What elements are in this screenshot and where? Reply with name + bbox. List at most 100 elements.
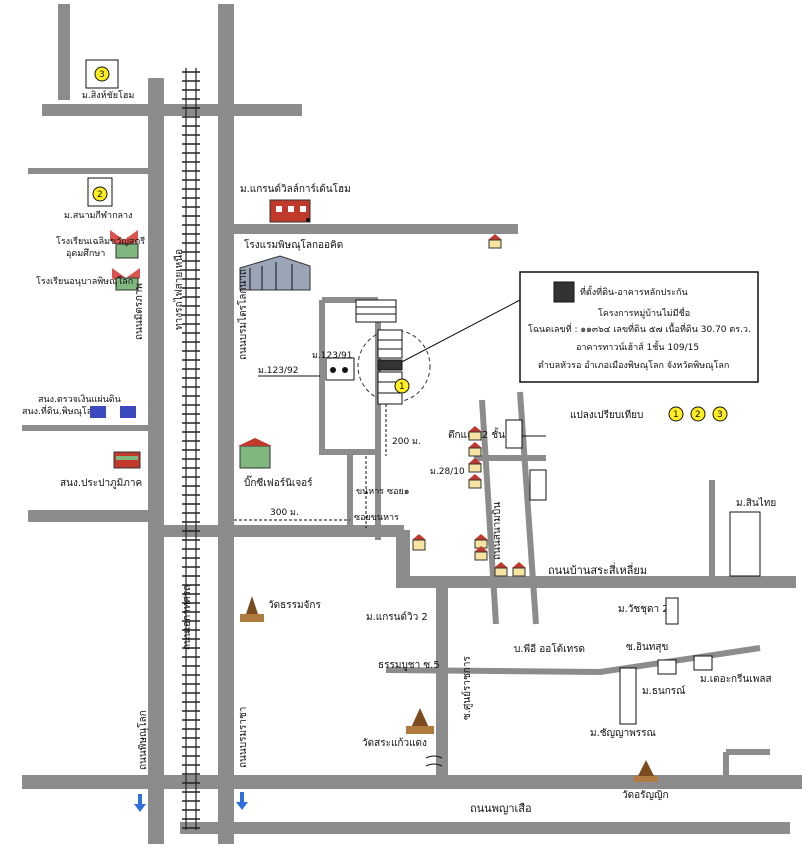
label-road-ban-sra: ถนนบ้านสระสี่เหลี่ยม xyxy=(548,562,647,577)
road-right-grid-1 xyxy=(479,399,499,625)
svg-text:1: 1 xyxy=(673,410,679,420)
block-small-2 xyxy=(693,655,713,671)
label-m-sanam: ม.สนามกีฬากลาง xyxy=(64,210,133,221)
label-watchara: ม.วัชชุดา 2 xyxy=(618,604,669,615)
railway xyxy=(182,68,200,830)
legend-box: ที่ตั้งที่ดิน-อาคารหลักประกัน โครงการหมู… xyxy=(519,271,759,383)
house-icon-hotel xyxy=(488,234,502,249)
legend-line1: ที่ตั้งที่ดิน-อาคารหลักประกัน xyxy=(580,285,688,298)
block-tanakorn xyxy=(619,667,637,725)
temple-icon-3 xyxy=(634,760,658,782)
road-vertical-grandview xyxy=(436,588,448,778)
road-ban-sra-si-liam xyxy=(396,576,796,588)
comparable-marker-3: 3 xyxy=(712,406,728,422)
block-right-1 xyxy=(505,419,523,449)
legend-line4: อาคารทาวน์เฮ้าส์ 1ชั้น 109/15 xyxy=(576,340,699,353)
road-land-office xyxy=(22,425,152,431)
svg-text:3: 3 xyxy=(99,70,105,80)
road-connector xyxy=(396,530,410,578)
label-hotel: โรงแรมพิษณุโลกออคิด xyxy=(244,238,343,251)
label-land-office-2: สนง.ที่ดิน.พิษณุโลก xyxy=(22,404,98,417)
subject-marker: 1 xyxy=(394,378,410,394)
label-land-office: สนง.ตรวจเงินแผ่นดิน xyxy=(38,394,121,405)
legend-line5: ตำบลหัวรอ อำเภอเมืองพิษณุโลก จังหวัดพิษณ… xyxy=(538,360,729,371)
road-left-mid xyxy=(28,168,148,174)
road-north-vertical xyxy=(58,4,70,100)
label-road-phraya-suea: ถนนพญาเสือ xyxy=(470,802,532,815)
road-right-bottom xyxy=(723,749,770,776)
label-road-mitraphap: ถนนมิตรภาพ xyxy=(134,283,145,340)
legend-pointer xyxy=(393,299,521,367)
block-right-2 xyxy=(529,469,547,501)
label-temple-2: วัดสระแก้วแดง xyxy=(362,737,427,749)
land-office-icon-2 xyxy=(120,406,136,418)
label-road-phitsanulok: ถนนพิษณุโลก xyxy=(136,710,149,770)
road-khonhan xyxy=(28,510,150,522)
building-hotel xyxy=(239,255,311,291)
road-borommatrailokanat-vertical xyxy=(218,4,234,844)
label-school-2: โรงเรียนอนุบาลพิษณุโลก xyxy=(36,276,133,287)
label-123-91: ม.123/91 xyxy=(312,351,352,361)
temple-icon-2 xyxy=(406,708,434,734)
building-big-c xyxy=(238,438,272,469)
label-temple-3: วัดอรัญญิก xyxy=(622,790,669,801)
label-road-ekathotsarot: ถนนเอกาทศรถ xyxy=(182,585,193,650)
label-soi-inthasuk: ซ.อินทสุข xyxy=(626,642,668,653)
svg-text:2: 2 xyxy=(695,410,701,420)
label-road-borom: ถนนบรมไตรโลกนาถ xyxy=(236,269,249,360)
svg-text:2: 2 xyxy=(97,190,103,200)
label-m-sin-thai: ม.สินไทย xyxy=(736,497,776,509)
svg-text:3: 3 xyxy=(717,410,723,420)
block-watchara xyxy=(665,597,679,625)
label-address-28: ม.28/10 xyxy=(430,467,465,477)
building-water xyxy=(113,451,141,469)
label-thammabucha: ธรรมบูชา ซ.5 xyxy=(378,660,440,671)
comparable-marker-3-map: 3 xyxy=(94,66,110,82)
comparable-marker-2-map: 2 xyxy=(92,186,108,202)
label-123-92: ม.123/92 xyxy=(258,366,298,376)
label-grand-view: ม.แกรนด์วิว 2 xyxy=(366,611,428,623)
dist-200-label: 200 ม. xyxy=(392,437,421,447)
road-phitsanulok-vertical xyxy=(148,78,164,844)
arrow-down-right xyxy=(236,792,248,810)
temple-icon-1 xyxy=(240,596,264,622)
road-phraya-suea xyxy=(22,775,802,789)
building-grand-villa xyxy=(269,199,311,223)
label-b-pv: บ.พีอี ออโต้เทรด xyxy=(514,642,585,655)
label-temple-1: วัดธรรมจักร xyxy=(268,600,321,611)
road-khonhan-right xyxy=(164,525,404,537)
river-mark xyxy=(425,755,443,767)
comparable-marker-1: 1 xyxy=(668,406,684,422)
label-m-singchai: ม.สิงห์ชัยโฮม xyxy=(82,89,134,101)
label-school-1: โรงเรียนเฉลิมขวัญสตรี xyxy=(56,236,145,247)
comparable-marker-2: 2 xyxy=(690,406,706,422)
label-big-c: บิ๊กซีเฟอร์นิเจอร์ xyxy=(244,475,313,489)
subject-swatch xyxy=(553,281,575,303)
label-green-place: ม.เดอะกรีนเพลส xyxy=(700,673,772,685)
house-icons-right xyxy=(412,426,526,577)
legend-line2: โครงการหมู่บ้านไม่มีชื่อ xyxy=(598,306,690,319)
label-road-banphot: ถนนบรมราชา xyxy=(238,707,249,768)
label-school-1b: อุดมศึกษา xyxy=(66,248,105,259)
label-road-rail: ทางรถไฟสายเหนือ xyxy=(173,249,185,330)
road-to-hotel xyxy=(234,224,518,234)
label-water-office: สนง.ประปาภูมิภาค xyxy=(60,478,142,489)
townhouse-blocks xyxy=(325,299,403,405)
road-bottom-strip xyxy=(180,822,790,834)
road-right-grid-2 xyxy=(517,391,539,625)
label-chanya: ม.ชัญญาพรรณ xyxy=(590,728,656,739)
block-sin-thai xyxy=(729,511,761,577)
label-road-city: ซ.ศูนย์ราชการ xyxy=(461,656,473,720)
road-upper-horizontal xyxy=(42,104,302,116)
label-grand-villa: ม.แกรนด์วิลล์การ์เด้นโฮม xyxy=(240,182,351,195)
arrow-down-left xyxy=(134,794,146,812)
label-road-sanambin: ถนนสนามบิน xyxy=(492,502,503,560)
dist-300-label: 300 ม. xyxy=(270,508,299,518)
label-soi-khonhan: ซอยขนหาร xyxy=(354,513,399,523)
school-icon-2 xyxy=(112,268,140,291)
label-tanakorn: ม.ธนกรณ์ xyxy=(642,685,685,697)
block-small-1 xyxy=(657,659,677,675)
label-khonhan-soi1: ขนหาร ซอย๑ xyxy=(356,487,410,497)
school-icon-1 xyxy=(110,230,139,259)
